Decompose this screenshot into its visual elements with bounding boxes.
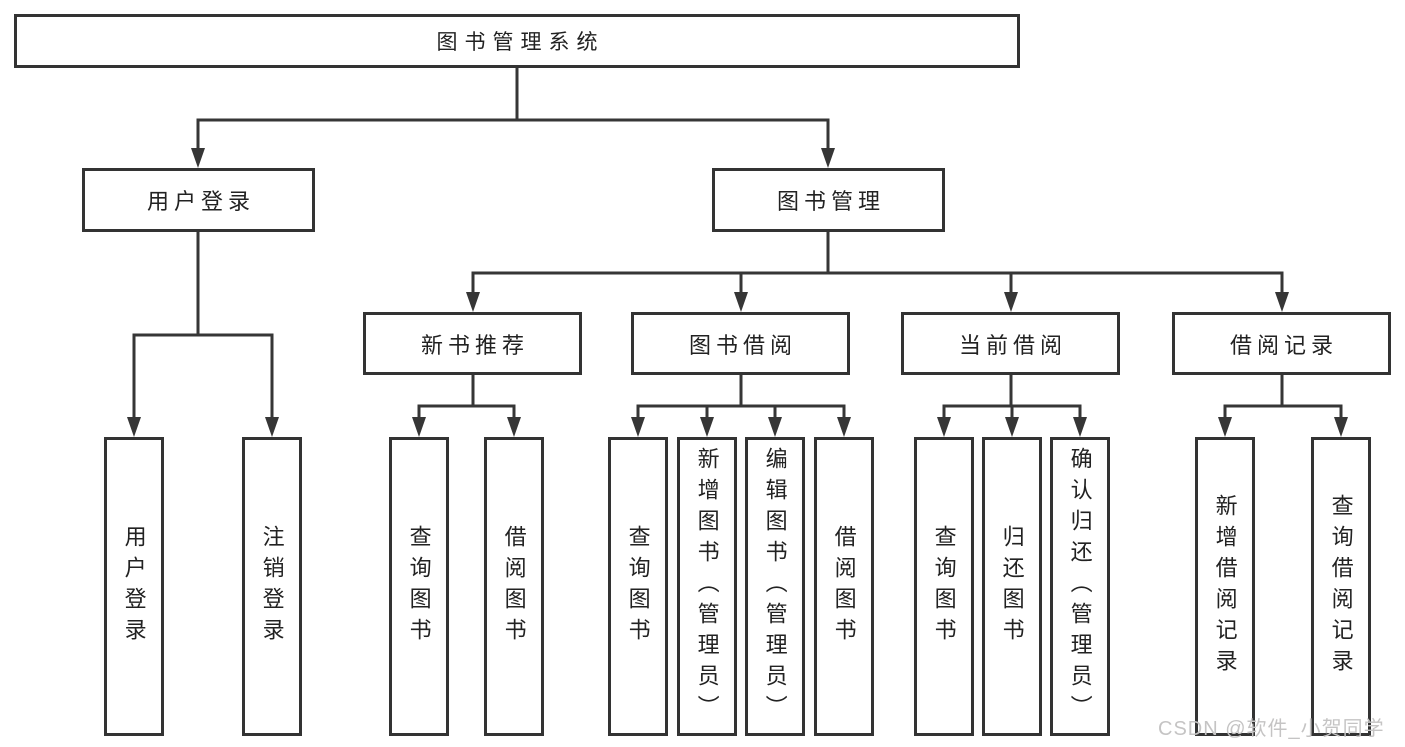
arrowhead-icon xyxy=(768,417,782,437)
leaf-label: 借阅图书 xyxy=(501,524,527,649)
csdn-watermark: CSDN @软件_小贺同学 xyxy=(1158,718,1385,740)
arrowhead-icon xyxy=(1073,417,1087,437)
leaf-label: 用户登录 xyxy=(121,524,147,649)
leaf-query-borrow-record: 查询借阅记录 xyxy=(1311,437,1371,736)
arrowhead-icon xyxy=(1005,417,1019,437)
arrowhead-icon xyxy=(191,148,205,168)
connector-new-book-recommend-to-leaves xyxy=(412,373,521,437)
leaf-return-books: 归还图书 xyxy=(982,437,1042,736)
leaf-label: 注销登录 xyxy=(259,524,285,649)
arrowhead-icon xyxy=(821,148,835,168)
node-label: 图书借阅 xyxy=(688,332,797,358)
arrowhead-icon xyxy=(466,292,480,312)
node-label: 用户登录 xyxy=(146,189,255,214)
leaf-recommend-query-books: 查询图书 xyxy=(389,437,449,736)
arrowhead-icon xyxy=(1218,417,1232,437)
leaf-label: 新增图书（管理员） xyxy=(694,447,720,726)
arrowhead-icon xyxy=(1004,292,1018,312)
leaf-label: 借阅图书 xyxy=(831,524,857,649)
node-user-login: 用户登录 xyxy=(82,168,315,232)
arrowhead-icon xyxy=(412,417,426,437)
arrowhead-icon xyxy=(937,417,951,437)
arrowhead-icon xyxy=(631,417,645,437)
arrowhead-icon xyxy=(127,417,141,437)
leaf-add-borrow-record: 新增借阅记录 xyxy=(1195,437,1255,736)
node-label: 借阅记录 xyxy=(1229,332,1338,358)
leaf-confirm-return-admin: 确认归还（管理员） xyxy=(1050,437,1110,736)
connector-borrow-records-to-leaves xyxy=(1218,373,1348,437)
leaf-label: 查询图书 xyxy=(931,524,957,649)
leaf-label: 查询图书 xyxy=(625,524,651,649)
leaf-label: 查询借阅记录 xyxy=(1328,493,1354,680)
node-label: 图书管理系统 xyxy=(436,31,605,54)
leaf-current-query-books: 查询图书 xyxy=(914,437,974,736)
leaf-label: 查询图书 xyxy=(406,524,432,649)
arrowhead-icon xyxy=(1275,292,1289,312)
leaf-label: 新增借阅记录 xyxy=(1212,493,1238,680)
connector-user-login-to-leaves xyxy=(127,230,279,437)
arrowhead-icon xyxy=(1334,417,1348,437)
arrowhead-icon xyxy=(837,417,851,437)
node-book-borrow: 图书借阅 xyxy=(631,312,850,375)
leaf-add-books-admin: 新增图书（管理员） xyxy=(677,437,737,736)
arrowhead-icon xyxy=(265,417,279,437)
connector-book-borrow-to-leaves xyxy=(631,373,851,437)
arrowhead-icon xyxy=(507,417,521,437)
node-label: 当前借阅 xyxy=(958,332,1067,358)
arrowhead-icon xyxy=(700,417,714,437)
leaf-borrow-query-books: 查询图书 xyxy=(608,437,668,736)
node-borrow-records: 借阅记录 xyxy=(1172,312,1391,375)
connector-root-to-level2 xyxy=(191,66,835,168)
leaf-recommend-borrow-books: 借阅图书 xyxy=(484,437,544,736)
leaf-user-login: 用户登录 xyxy=(104,437,164,736)
node-book-management: 图书管理 xyxy=(712,168,945,232)
leaf-label: 归还图书 xyxy=(999,524,1025,649)
node-root-system: 图书管理系统 xyxy=(14,14,1020,68)
leaf-label: 编辑图书（管理员） xyxy=(762,447,788,726)
leaf-label: 确认归还（管理员） xyxy=(1067,447,1093,726)
node-label: 图书管理 xyxy=(776,189,885,214)
node-label: 新书推荐 xyxy=(420,332,529,358)
connector-book-management-to-level3 xyxy=(466,230,1289,312)
leaf-borrow-books: 借阅图书 xyxy=(814,437,874,736)
leaf-edit-books-admin: 编辑图书（管理员） xyxy=(745,437,805,736)
node-new-book-recommend: 新书推荐 xyxy=(363,312,582,375)
connector-current-borrow-to-leaves xyxy=(937,373,1087,437)
node-current-borrow: 当前借阅 xyxy=(901,312,1120,375)
leaf-logout: 注销登录 xyxy=(242,437,302,736)
arrowhead-icon xyxy=(734,292,748,312)
